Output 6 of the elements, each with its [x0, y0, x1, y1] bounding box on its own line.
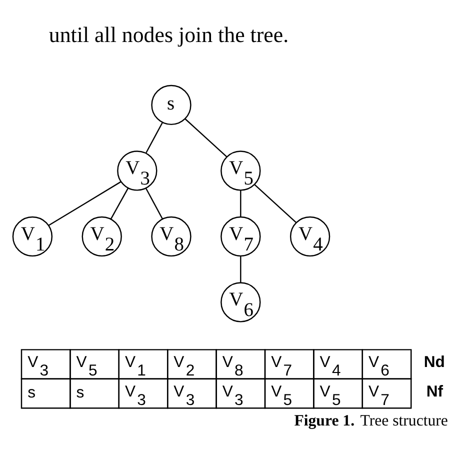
label: Nd	[424, 354, 445, 372]
label: until all nodes join the tree.	[48, 22, 289, 48]
label: s	[76, 384, 84, 402]
caption: Figure 1. Tree structure	[294, 412, 448, 430]
label: Nf	[426, 383, 444, 400]
label: s	[28, 384, 36, 402]
